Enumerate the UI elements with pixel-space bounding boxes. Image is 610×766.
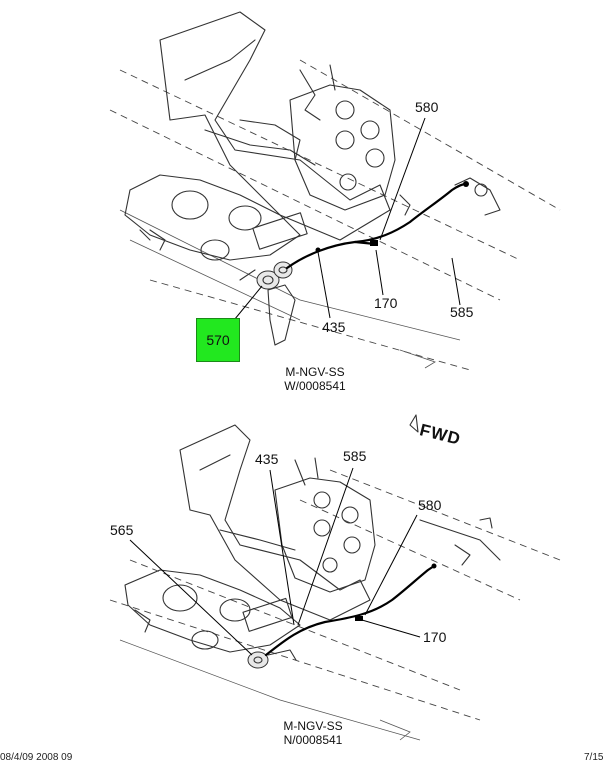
footer-left: 08/4/09 2008 09 — [0, 752, 73, 763]
top-engine-illustration — [109, 11, 561, 371]
bottom-caption-line1: M-NGV-SS — [283, 719, 343, 733]
bottom-callout-170: 170 — [423, 629, 447, 645]
top-callout-170: 170 — [374, 295, 398, 311]
bottom-callout-580: 580 — [418, 497, 442, 513]
top-callout-435: 435 — [322, 319, 346, 335]
bottom-engine-illustration — [109, 424, 561, 741]
callout-570-highlight[interactable]: 570 — [196, 318, 240, 362]
top-caption: M-NGV-SS W/0008541 — [245, 365, 385, 393]
footer-right: 7/15 — [584, 752, 604, 763]
bottom-leader-lines — [129, 467, 421, 656]
bottom-caption: M-NGV-SS N/0008541 — [243, 719, 383, 747]
top-caption-line2: W/0008541 — [284, 379, 346, 393]
top-callout-580: 580 — [415, 99, 439, 115]
bottom-callout-435: 435 — [255, 451, 279, 467]
callout-570-label: 570 — [206, 332, 230, 348]
bottom-callout-565: 565 — [110, 522, 134, 538]
fwd-arrow-icon — [409, 414, 419, 433]
top-caption-line1: M-NGV-SS — [285, 365, 345, 379]
top-callout-585: 585 — [450, 304, 474, 320]
bottom-callout-585: 585 — [343, 448, 367, 464]
bottom-caption-line2: N/0008541 — [283, 733, 343, 747]
